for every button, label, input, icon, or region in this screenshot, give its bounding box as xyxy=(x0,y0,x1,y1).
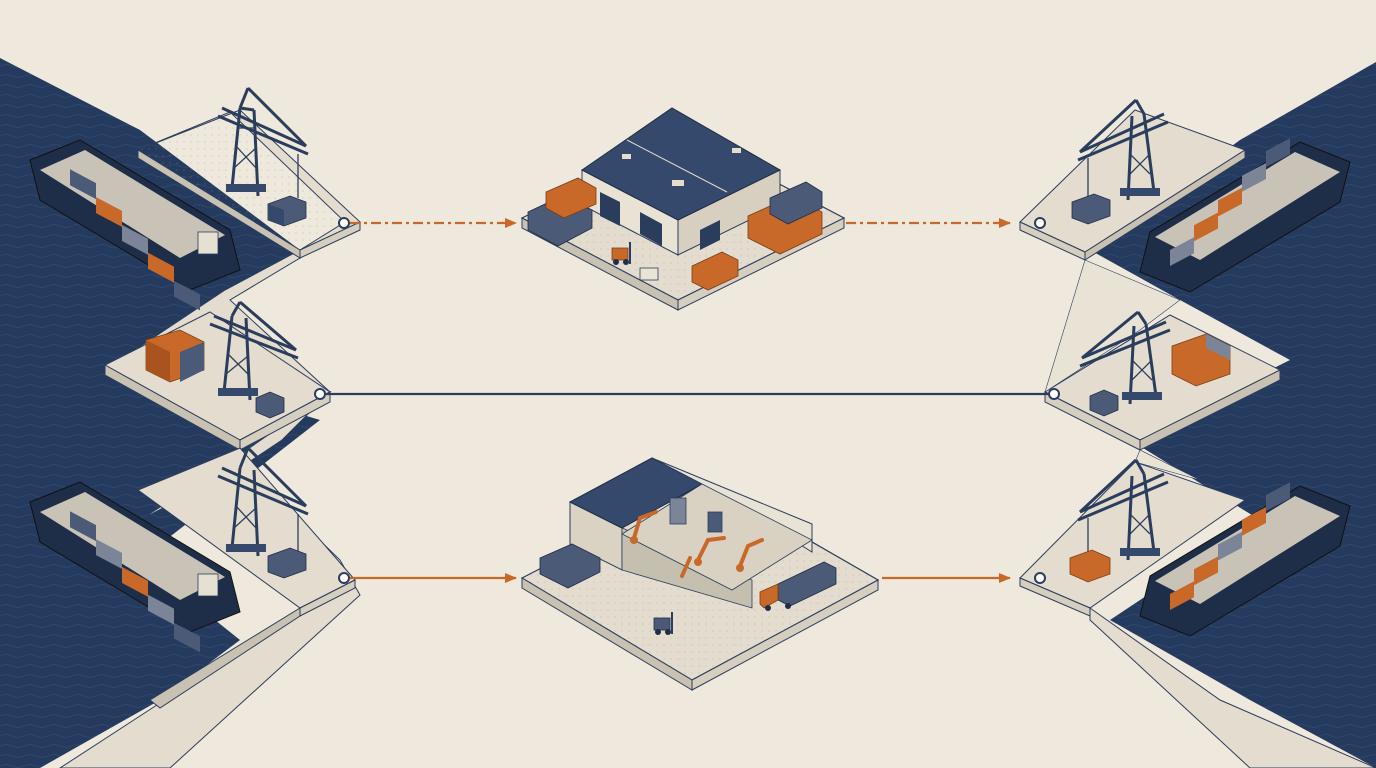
gantry-crane-icon xyxy=(217,446,309,558)
truck-icon xyxy=(759,561,837,611)
connector-nodes xyxy=(314,217,1060,584)
node-bottom-right xyxy=(1034,572,1046,584)
container-ship-icon xyxy=(29,481,241,653)
gantry-crane-icon xyxy=(1079,310,1171,405)
forklift-icon xyxy=(653,612,673,635)
container-ship-icon xyxy=(1139,482,1351,637)
gantry-crane-icon xyxy=(1077,98,1169,201)
node-middle-right xyxy=(1048,388,1060,400)
node-bottom-left xyxy=(338,572,350,584)
connector-lines xyxy=(326,218,1048,583)
node-top-right xyxy=(1034,217,1046,229)
water-left xyxy=(0,58,320,768)
factory-icon xyxy=(520,457,880,691)
quay-containers xyxy=(145,193,1231,583)
node-middle-left xyxy=(314,388,326,400)
container-ship-icon xyxy=(1139,138,1351,293)
warehouse-icon xyxy=(520,107,846,311)
forklift-icon xyxy=(611,242,631,265)
gantry-crane-icon xyxy=(217,86,309,198)
container-ship-icon xyxy=(29,139,241,311)
node-top-left xyxy=(338,217,350,229)
robot-arm-icon xyxy=(632,510,764,578)
gantry-crane-icon xyxy=(209,300,299,401)
